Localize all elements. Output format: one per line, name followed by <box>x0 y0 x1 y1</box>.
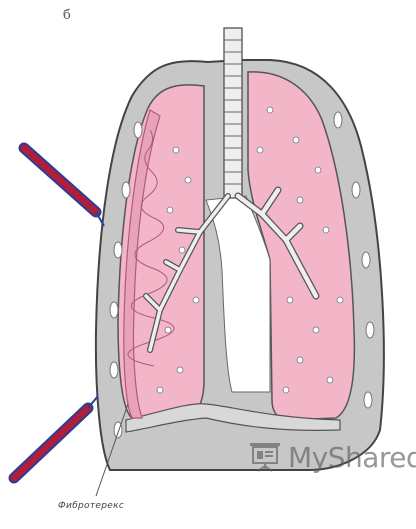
watermark: MyShared <box>248 425 416 489</box>
panel-letter: б <box>63 8 71 23</box>
upper-arrow <box>24 148 104 226</box>
watermark-text: MyShared <box>288 441 416 474</box>
lower-arrow <box>14 396 98 478</box>
trachea <box>224 28 242 198</box>
projector-screen-icon <box>248 440 282 474</box>
fibrosis-label: Фибротерекс <box>58 501 124 511</box>
